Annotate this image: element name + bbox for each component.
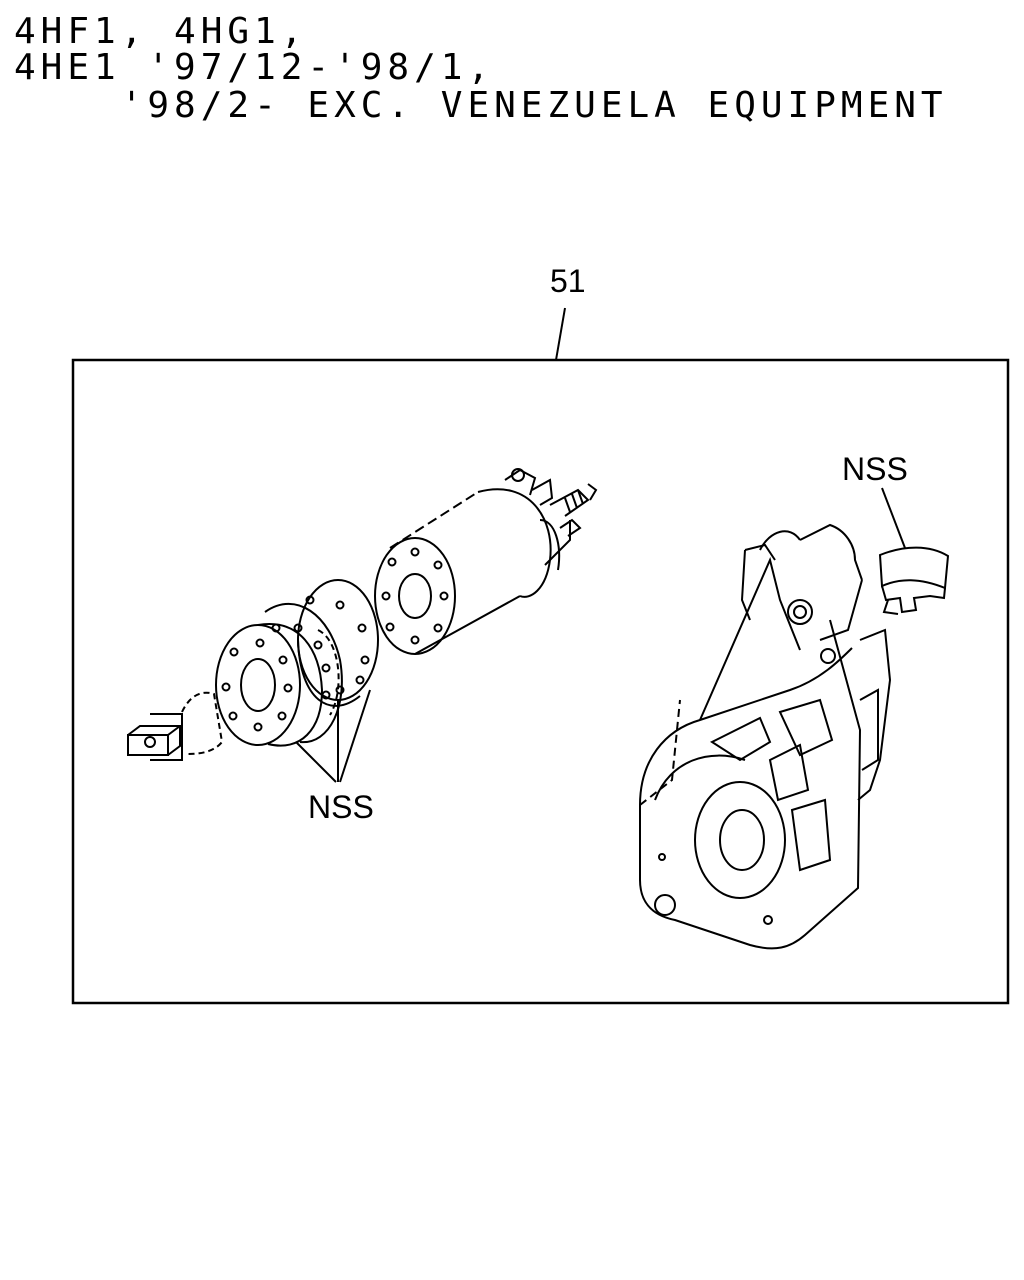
callout-nss-washers: NSS bbox=[308, 789, 374, 825]
washer-front bbox=[215, 623, 324, 747]
assembly-frame bbox=[71, 358, 1010, 1005]
clip-nss-leader bbox=[881, 487, 906, 549]
housing-bracket bbox=[639, 523, 892, 950]
header-models: 4HF1, 4HG1, bbox=[14, 11, 308, 52]
header-exception: '98/2- EXC. VENEZUELA EQUIPMENT bbox=[14, 85, 948, 126]
callout-51-leader bbox=[555, 307, 566, 361]
solenoid-body bbox=[374, 468, 571, 655]
washer-back bbox=[297, 579, 379, 707]
plunger-part bbox=[127, 691, 224, 761]
callout-51: 51 bbox=[550, 263, 586, 299]
terminal-studs bbox=[549, 483, 598, 537]
clip-part bbox=[878, 546, 950, 615]
callout-nss-clip: NSS bbox=[842, 451, 908, 487]
washer-nss-leaders bbox=[295, 689, 371, 783]
header-date-range: 4HE1 '97/12-'98/1, bbox=[14, 47, 495, 88]
